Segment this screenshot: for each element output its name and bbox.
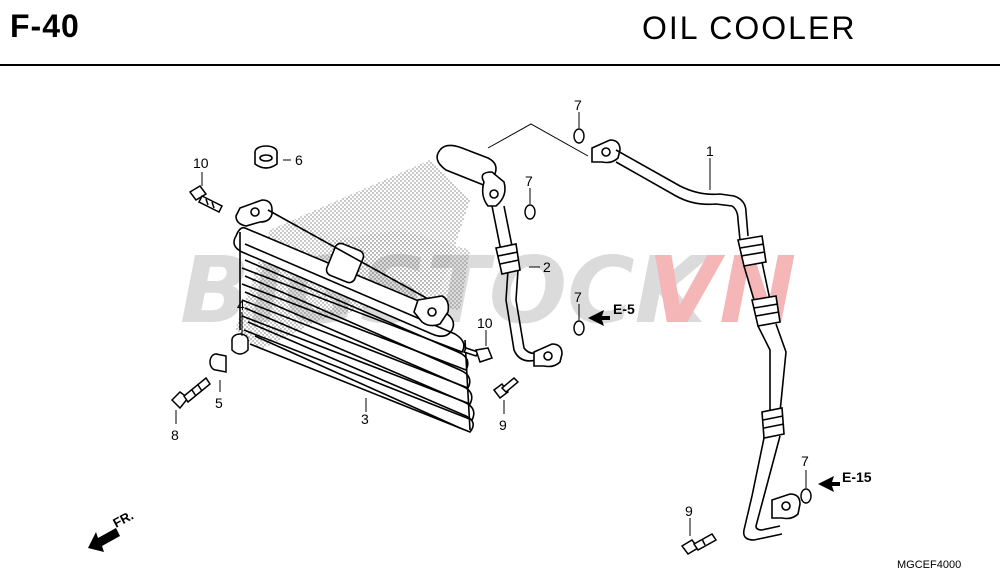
callout-8: 8: [171, 427, 179, 443]
o-ring-7-e5: [573, 320, 585, 336]
mount-bracket: [235, 199, 450, 327]
callout-10-left: 10: [193, 155, 209, 171]
callout-9-right: 9: [685, 503, 693, 519]
front-label: FR.: [110, 508, 136, 531]
oil-pipe-part-1: [591, 139, 801, 541]
callout-9-mid: 9: [499, 417, 507, 433]
ref-e5-arrow-icon: [588, 310, 610, 326]
leader-lines: [175, 112, 807, 536]
bolt-part-9-mid: [492, 376, 520, 400]
bolt-part-8: [170, 376, 212, 410]
callout-2: 2: [543, 259, 551, 275]
callout-5: 5: [215, 395, 223, 411]
bolt-part-10-right: [462, 347, 493, 363]
o-ring-7-top: [573, 128, 585, 144]
callout-7-e15: 7: [801, 453, 809, 469]
front-direction: FR.: [88, 508, 136, 552]
front-arrow-icon: [88, 528, 120, 552]
bolt-part-9-right: [680, 533, 718, 555]
bolt-part-10-left: [188, 185, 224, 214]
callouts: 1 2 3 4 5 6 7 7 7 7 8 9 9 10 10: [171, 97, 809, 519]
ref-e5-label: E-5: [613, 301, 635, 317]
callout-7-top: 7: [574, 97, 582, 113]
page-code: F-40: [10, 8, 80, 44]
ref-e15: E-15: [818, 469, 872, 492]
watermark-text-red: VN: [648, 237, 796, 344]
oil-pipe-part-2: [436, 144, 563, 368]
ref-e15-arrow-icon: [818, 476, 840, 492]
o-ring-7-e15: [800, 488, 812, 504]
header-divider: [0, 64, 1000, 66]
ref-e5: E-5: [588, 301, 635, 326]
o-ring-7-mid: [524, 204, 536, 220]
callout-10-right: 10: [477, 315, 493, 331]
oil-cooler-core: [233, 226, 475, 433]
callout-1: 1: [706, 143, 714, 159]
callout-6: 6: [295, 152, 303, 168]
page-title: OIL COOLER: [642, 10, 857, 46]
o-rings-part-7: [524, 128, 812, 504]
callout-3: 3: [361, 411, 369, 427]
callout-7-e5: 7: [574, 289, 582, 305]
ref-e15-label: E-15: [842, 469, 872, 485]
callout-7-mid: 7: [525, 173, 533, 189]
grommet-part-6: [254, 145, 278, 169]
diagram-code: MGCEF4000: [897, 559, 961, 571]
collar-part-4: [231, 333, 249, 355]
grommet-part-5: [209, 353, 227, 373]
callout-4: 4: [237, 297, 245, 313]
